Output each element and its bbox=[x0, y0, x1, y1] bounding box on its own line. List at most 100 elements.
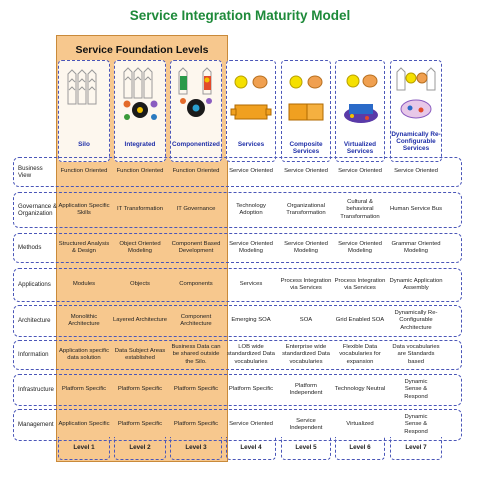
cell-infrastructure-6: Technology Neutral bbox=[334, 386, 386, 393]
silo-icon bbox=[67, 69, 97, 105]
level-label-3: Level 3 bbox=[185, 444, 207, 451]
level-label-7: Level 7 bbox=[405, 444, 427, 451]
cell-methods-6: Service Oriented Modeling bbox=[338, 240, 382, 254]
level-label-5: Level 5 bbox=[295, 444, 317, 451]
cell-architecture-4: Emerging SOA bbox=[231, 317, 271, 324]
cell-infrastructure-7: Dynamic Sense & Respond bbox=[404, 378, 428, 400]
level-label-2: Level 2 bbox=[129, 444, 151, 451]
cell-methods-3: Component Based Development bbox=[171, 240, 221, 254]
level-box-7 bbox=[390, 437, 442, 460]
cell-methods-4: Service Oriented Modeling bbox=[229, 240, 273, 254]
row-label-business-view: Business View bbox=[18, 164, 43, 179]
column-card-silo bbox=[58, 60, 110, 162]
cell-information-6: Flexible Data vocabularies for expansion bbox=[339, 343, 381, 365]
row-box-information bbox=[13, 340, 462, 370]
cell-governance-4: Technology Adoption bbox=[236, 202, 266, 216]
cell-management-5: Service Independent bbox=[289, 417, 323, 431]
column-name-silo: Silo bbox=[78, 141, 90, 148]
cell-infrastructure-1: Platform Specific bbox=[61, 386, 107, 393]
cell-applications-1: Modules bbox=[72, 281, 96, 288]
level-box-5 bbox=[281, 437, 331, 460]
cell-business-view-5: Service Oriented bbox=[284, 168, 328, 175]
cell-governance-2: IT Transformation bbox=[116, 206, 164, 213]
cell-methods-7: Grammar Oriented Modeling bbox=[391, 240, 441, 254]
diagram-title: Service Integration Maturity Model bbox=[129, 8, 351, 23]
row-label-applications: Applications bbox=[18, 281, 51, 289]
cell-information-2: Data Subject Areas established bbox=[114, 347, 166, 361]
cell-applications-6: Process Integration via Services bbox=[334, 277, 386, 291]
cell-applications-5: Process Integration via Services bbox=[280, 277, 332, 291]
composite-services-icon bbox=[288, 75, 324, 121]
row-box-business-view bbox=[13, 157, 462, 187]
cell-methods-1: Structured Analysis & Design bbox=[58, 240, 110, 254]
column-name-services: Services bbox=[237, 141, 265, 148]
row-label-information: Information bbox=[18, 351, 49, 359]
row-label-governance: Governance & Organization bbox=[18, 202, 57, 217]
cell-management-4: Service Oriented bbox=[229, 421, 273, 428]
level-label-6: Level 6 bbox=[349, 444, 371, 451]
cell-information-1: Application specific data solution bbox=[58, 347, 110, 361]
row-label-methods: Methods bbox=[18, 244, 42, 252]
level-box-6 bbox=[335, 437, 385, 460]
cell-infrastructure-2: Platform Specific bbox=[117, 386, 163, 393]
cell-architecture-3: Component Architecture bbox=[180, 313, 212, 327]
cell-governance-5: Organizational Transformation bbox=[286, 202, 326, 216]
dynamic-services-icon bbox=[396, 67, 436, 119]
cell-business-view-4: Service Oriented bbox=[229, 168, 273, 175]
cell-management-6: Virtualized bbox=[346, 421, 374, 428]
cell-architecture-7: Dynamically Re-Configurable Architecture bbox=[394, 309, 438, 331]
row-label-infrastructure: Infrastructure bbox=[18, 386, 54, 394]
level-box-4 bbox=[226, 437, 276, 460]
column-name-dynamic-services: Dynamically Re-Configurable Services bbox=[391, 131, 441, 153]
cell-architecture-1: Monolithic Architecture bbox=[68, 313, 100, 327]
cell-information-3: Business Data can be shared outside the … bbox=[171, 343, 221, 365]
cell-business-view-7: Service Oriented bbox=[394, 168, 438, 175]
cell-applications-7: Dynamic Application Assembly bbox=[389, 277, 443, 291]
cell-governance-3: IT Governance bbox=[176, 206, 216, 213]
level-box-3 bbox=[170, 437, 222, 460]
componentized-icon bbox=[178, 67, 212, 117]
cell-infrastructure-5: Platform Independent bbox=[289, 382, 323, 396]
cell-management-7: Dynamic Sense & Respond bbox=[404, 413, 428, 435]
cell-management-3: Platform Specific bbox=[173, 421, 219, 428]
level-label-1: Level 1 bbox=[73, 444, 95, 451]
cell-infrastructure-4: Platform Specific bbox=[228, 386, 274, 393]
column-name-virtualized-services: Virtualized Services bbox=[343, 141, 377, 156]
row-box-methods bbox=[13, 233, 462, 263]
cell-business-view-1: Function Oriented bbox=[60, 168, 108, 175]
cell-business-view-6: Service Oriented bbox=[338, 168, 382, 175]
level-label-4: Level 4 bbox=[240, 444, 262, 451]
cell-management-2: Platform Specific bbox=[117, 421, 163, 428]
cell-governance-7: Human Service Bus bbox=[389, 206, 443, 213]
row-box-management bbox=[13, 409, 462, 441]
cell-applications-3: Components bbox=[179, 281, 213, 288]
cell-methods-5: Service Oriented Modeling bbox=[284, 240, 328, 254]
integrated-icon bbox=[123, 67, 158, 120]
cell-business-view-2: Function Oriented bbox=[116, 168, 164, 175]
level-box-2 bbox=[114, 437, 166, 460]
virtualized-services-icon bbox=[344, 74, 378, 123]
cell-information-5: Enterprise wide standardized Data vocabu… bbox=[282, 343, 330, 365]
row-label-management: Management bbox=[18, 421, 54, 429]
cell-business-view-3: Function Oriented bbox=[172, 168, 220, 175]
column-name-composite-services: Composite Services bbox=[289, 141, 323, 156]
cell-infrastructure-3: Platform Specific bbox=[173, 386, 219, 393]
level-box-1 bbox=[58, 437, 110, 460]
cell-information-7: Data vocabularies are Standards based bbox=[392, 343, 440, 365]
row-box-architecture bbox=[13, 305, 462, 337]
cell-methods-2: Object Oriented Modeling bbox=[119, 240, 161, 254]
cell-management-1: Application Specific bbox=[58, 421, 110, 428]
row-label-architecture: Architecture bbox=[18, 317, 51, 325]
cell-applications-2: Objects bbox=[130, 281, 150, 288]
cell-applications-4: Services bbox=[239, 281, 263, 288]
row-box-applications bbox=[13, 268, 462, 302]
cell-governance-6: Cultural & behavioral Transformation bbox=[340, 198, 380, 220]
cell-architecture-5: SOA bbox=[299, 317, 313, 324]
row-box-governance bbox=[13, 192, 462, 228]
foundation-levels-label: Service Foundation Levels bbox=[75, 44, 209, 56]
services-icon bbox=[230, 75, 272, 120]
column-name-componentized: Componentized bbox=[172, 141, 220, 148]
cell-architecture-2: Layered Architecture bbox=[112, 317, 168, 324]
row-box-infrastructure bbox=[13, 374, 462, 406]
cell-governance-1: Application Specific Skills bbox=[58, 202, 110, 216]
